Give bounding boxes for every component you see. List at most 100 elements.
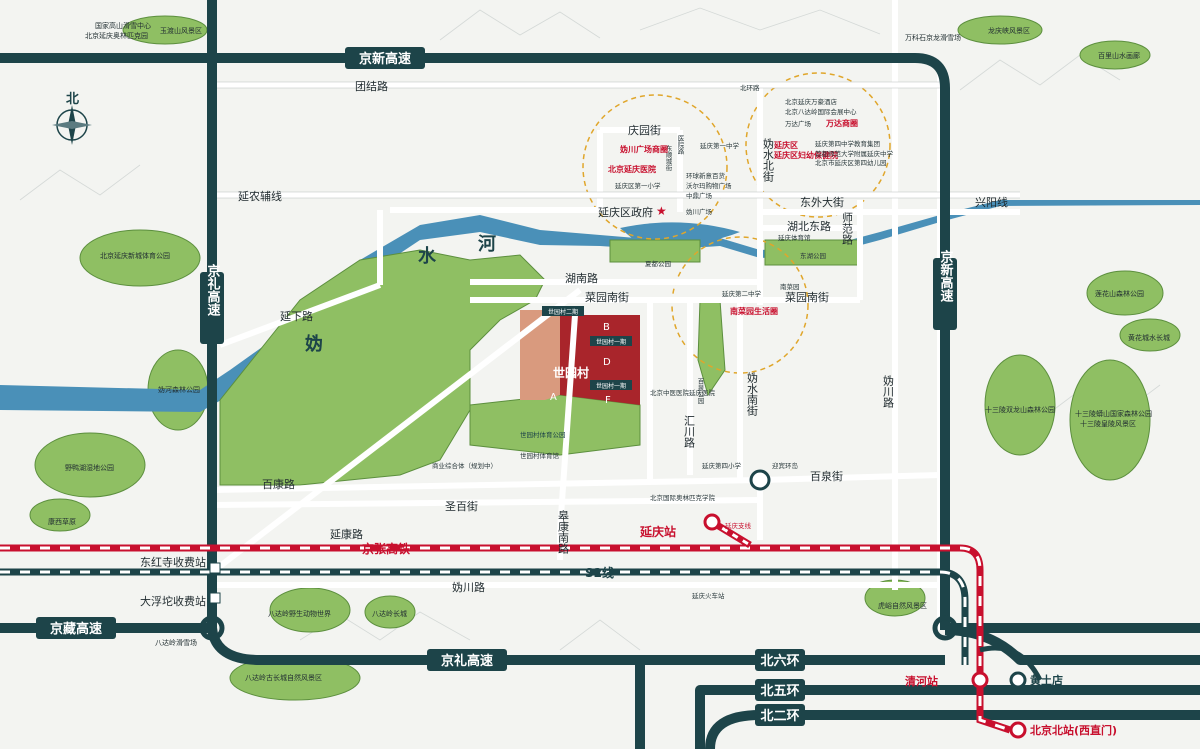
- scenic-badaling-gw: 八达岭长城: [372, 609, 407, 618]
- interchange-right: [932, 615, 958, 641]
- road-label-baikang: 百康路: [262, 477, 295, 491]
- interchange-left: [199, 615, 225, 641]
- scenic-blob-baili: [1079, 40, 1151, 70]
- scenic-baili: 百里山水画廊: [1098, 51, 1140, 60]
- station-beijingbei-icon: [1009, 721, 1027, 739]
- scenic-blob-shisanling2: [1069, 359, 1151, 481]
- poi-yq-no2: 延庆第二中学: [722, 289, 762, 298]
- highway-beiwuhuan: [695, 685, 1200, 749]
- toll-label-dafutuo: 大浮坨收费站: [140, 594, 206, 608]
- highway-label-beiliuhuan: 北六环: [755, 649, 805, 671]
- project-block-f: F: [605, 395, 611, 406]
- rail-label-yanqing-branch: 延庆支线: [725, 521, 752, 530]
- highway-label-beiliuhuan-text: 北六环: [760, 653, 799, 669]
- commercial-women: 延庆区妇幼保健院: [773, 150, 838, 160]
- poi-shiyuan-sports: 世园村体育馆: [520, 451, 560, 460]
- road-label-yanxia: 延下路: [280, 310, 313, 323]
- scenic-badaling-ancient: 八达岭古长城自然风景区: [245, 673, 322, 682]
- commercial-hospital: 北京延庆医院: [608, 164, 656, 174]
- scenic-longqing: 龙庆峡风景区: [988, 26, 1030, 35]
- scenic-huanghua: 黄花城水长城: [1128, 333, 1170, 342]
- road-label-caiyuan1: 菜园南街: [585, 290, 629, 304]
- scenic-blob-longqing: [957, 15, 1043, 45]
- commercial-wanda: 万达商圈: [825, 118, 858, 128]
- project-block-b: B: [603, 322, 610, 333]
- scenic-lianhua: 莲花山森林公园: [1095, 289, 1144, 298]
- scenic-yeya: 野鸭湖湿地公园: [65, 463, 114, 472]
- project-tag-phase1b-text: 世园村一期: [596, 338, 626, 346]
- poi-yq-no4: 延庆第四中学教育集团: [815, 139, 880, 148]
- road-label-dongshun: 东顺城街: [664, 144, 672, 173]
- commercial-guichuan: 妫川广场商圈: [620, 144, 668, 154]
- water-label-he: 河: [478, 234, 496, 255]
- highway-label-jingxin-top-text: 京新高速: [359, 51, 411, 67]
- highway-jingxin: [0, 53, 950, 630]
- road-label-yankang: 延康路: [330, 527, 363, 541]
- scenic-blob-huanghua: [1119, 318, 1181, 352]
- poi-yq-no1-primary: 延庆区第一小学: [615, 181, 661, 190]
- road-label-guichuan: 妫川路: [452, 581, 485, 594]
- road-label-yiyuan: 医院路: [676, 135, 684, 156]
- project-block-d: D: [603, 357, 611, 368]
- local-roads: [211, 0, 1020, 630]
- road-label-hunan: 湖南路: [565, 272, 598, 285]
- scenic-blob-shisanling: [984, 354, 1056, 456]
- scenic-guihe: 妫河森林公园: [158, 385, 200, 394]
- road-label-hubei: 湖北东路: [787, 220, 831, 233]
- scenic-yuyuan: 玉渡山风景区: [160, 26, 202, 35]
- scenic-blob-yeya: [34, 432, 146, 498]
- road-label-qingyuan: 庆园街: [628, 123, 661, 137]
- project-tag-phase2-text: 世园村二期: [548, 308, 578, 316]
- road-label-bei: 北环路: [740, 83, 760, 92]
- commercial-women2: 延庆区: [773, 140, 798, 150]
- road-label-dongwai: 东外大街: [800, 195, 844, 209]
- road-outlines: [212, 81, 1020, 199]
- poi-huanqiu: 环球新意百货: [686, 171, 726, 180]
- station-huangtudian-icon: [1009, 671, 1027, 689]
- toll-label-donghong: 东红寺收费站: [140, 555, 206, 569]
- poi-yq-sports: 延庆体育馆: [778, 233, 811, 242]
- highway-label-jingli-bottom-text: 京礼高速: [441, 653, 493, 669]
- road-label-yannong: 延农辅线: [238, 189, 282, 203]
- station-qinghe-icon: [971, 671, 989, 689]
- road-label-shifan: 师范路: [841, 212, 854, 246]
- poi-wanhao: 北京延庆万豪酒店: [785, 97, 838, 106]
- poi-badaling-conv: 北京八达岭国际会展中心: [785, 107, 857, 116]
- project-name: 世园村: [553, 365, 589, 380]
- highway-jingzang: [0, 623, 945, 665]
- scenic-yq-ecology: 北京延庆新城体育公园: [100, 251, 170, 260]
- dashed-circle-guichuan: [582, 94, 728, 240]
- rail-label-s2: S2线: [585, 565, 614, 580]
- poi-dongyuan: 东湖公园: [800, 251, 826, 260]
- road-label-caiyuan2: 菜园南街: [785, 290, 829, 304]
- project-park: 世园村体育公园: [520, 430, 566, 439]
- poi-horse-academy: 北京国际奥林匹克学院: [650, 493, 716, 502]
- scenic-blob-kangxi: [29, 498, 91, 532]
- road-label-guishui-n: 妫水北街: [762, 138, 775, 183]
- road-label-huchuan: 汇川路: [683, 415, 696, 449]
- project-tag-phase1-text: 世园村一期: [596, 382, 626, 390]
- scenic-blob-yq-ecology: [79, 229, 201, 287]
- road-label-baiquan: 百泉街: [810, 469, 843, 483]
- poi-walmart: 沃尔玛购物广场: [686, 181, 732, 190]
- dashed-circle-wanda: [745, 72, 891, 218]
- dashed-circle-nancaiyuan: [671, 236, 809, 374]
- yingbin-roundabout: [749, 469, 771, 491]
- poi-zhongding: 中鼎广场: [686, 191, 713, 200]
- rail-label-huangtudian: 黄土店: [1030, 673, 1063, 687]
- poi-guichuanplaza: 妫川广场: [686, 207, 713, 216]
- poi-hospital2: 北京中医医院延庆医院: [650, 388, 716, 397]
- highway-label-beierhuan: 北二环: [755, 704, 805, 726]
- xiadu-park: [609, 239, 701, 263]
- highway-label-jingzang: 京藏高速: [36, 617, 116, 639]
- scenic-shisanling3: 十三陵皇陵风景区: [1080, 419, 1136, 428]
- scenic-blob-badaling-gw: [364, 595, 416, 629]
- project-block-a: A: [550, 392, 557, 403]
- highway-label-jingxin-right-text: 京新高速: [938, 249, 954, 303]
- scenic-guojia: 国家高山滑雪中心: [95, 21, 151, 30]
- toll-donghong-icon: [209, 562, 221, 574]
- poi-yingbin: 迎宾环岛: [772, 461, 798, 470]
- project-tag-phase2: 世园村二期: [542, 306, 584, 316]
- highway-label-jingxin-right: 京新高速: [933, 249, 957, 330]
- scenic-badaling-wild: 八达岭野生动物世界: [268, 609, 331, 618]
